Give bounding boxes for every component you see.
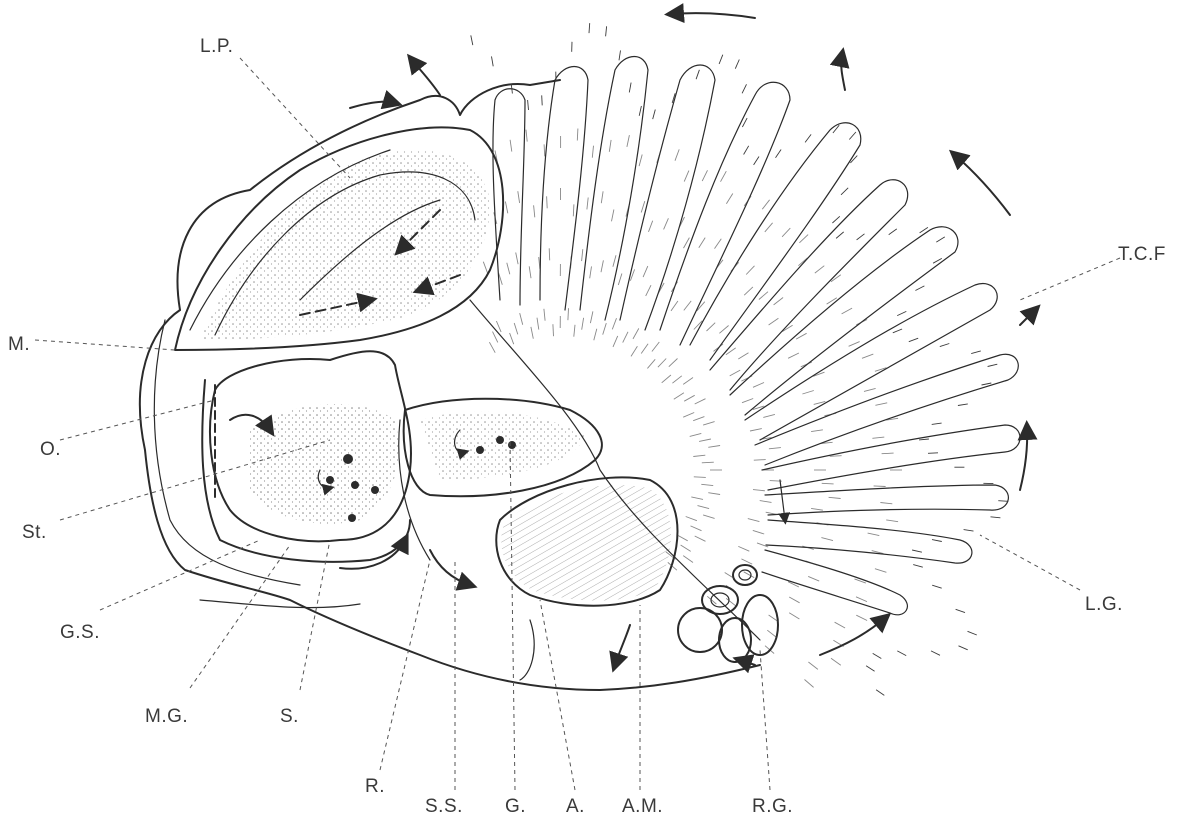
label-s: S.	[280, 706, 299, 727]
label-lg: L.G.	[1085, 594, 1123, 615]
label-am: A.M.	[622, 796, 663, 817]
label-m: M.	[8, 334, 30, 355]
label-tcf: T.C.F	[1118, 244, 1166, 265]
label-st: St.	[22, 522, 47, 543]
label-lp: L.P.	[200, 36, 233, 57]
label-r: R.	[365, 776, 385, 797]
label-mg: M.G.	[145, 706, 188, 727]
label-gs: G.S.	[60, 622, 100, 643]
label-rg: R.G.	[752, 796, 793, 817]
reduced-gill-bulbs	[678, 565, 778, 662]
label-o: O.	[40, 439, 61, 460]
label-ss: S.S.	[425, 796, 463, 817]
stomach	[202, 351, 411, 569]
label-a: A.	[566, 796, 585, 817]
label-g: G.	[505, 796, 526, 817]
adductor-muscle	[496, 477, 677, 665]
leader-lines	[35, 58, 1120, 790]
